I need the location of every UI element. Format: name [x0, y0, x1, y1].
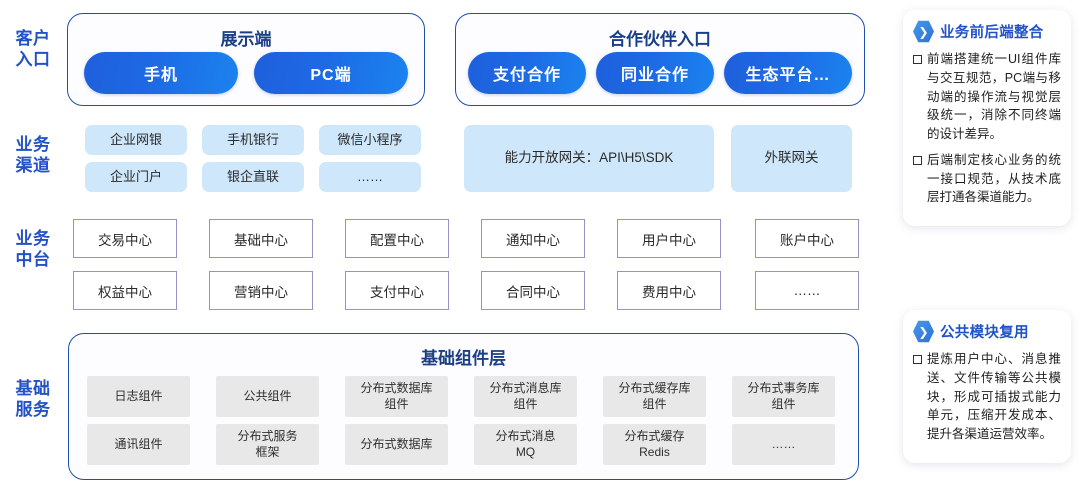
row-label-line: 中台 [15, 250, 51, 269]
center-box-contract[interactable]: 合同中心 [481, 271, 585, 310]
base-chip-distributed-mq-component[interactable]: 分布式消息库 组件 [474, 376, 577, 417]
base-chip-distributed-service-framework[interactable]: 分布式服务 框架 [216, 424, 319, 465]
base-chip-distributed-cache-component[interactable]: 分布式缓存库 组件 [603, 376, 706, 417]
center-box-notification[interactable]: 通知中心 [481, 219, 585, 258]
side-card-bullet: 后端制定核心业务的统一接口规范，从技术底层打通各渠道能力。 [913, 151, 1061, 207]
center-box-fee[interactable]: 费用中心 [617, 271, 721, 310]
base-chip-distributed-db-component[interactable]: 分布式数据库 组件 [345, 376, 448, 417]
side-card-frontend-backend-integration: ❯ 业务前后端整合 前端搭建统一UI组件库与交互规范，PC端与移动端的操作流与视… [903, 10, 1071, 226]
channel-chip-external-gateway[interactable]: 外联网关 [731, 125, 852, 192]
row-label-line: 入口 [15, 50, 51, 69]
base-chip-distributed-message-mq[interactable]: 分布式消息 MQ [474, 424, 577, 465]
row-label-line: 业务 [15, 229, 51, 248]
base-chip-log-component[interactable]: 日志组件 [87, 376, 190, 417]
side-card-bullet-text: 提炼用户中心、消息推送、文件传输等公共模块，形成可插拔式能力单元，压缩开发成本、… [927, 352, 1061, 441]
center-box-marketing[interactable]: 营销中心 [209, 271, 313, 310]
base-chip-distributed-cache-redis[interactable]: 分布式缓存 Redis [603, 424, 706, 465]
row-label-line: 业务 [15, 135, 51, 154]
side-card-bullet: 前端搭建统一UI组件库与交互规范，PC端与移动端的操作流与视觉层级统一，消除不同… [913, 50, 1061, 144]
row-label-business-channel: 业务 渠道 [0, 134, 66, 176]
base-component-layer-title: 基础组件层 [421, 349, 506, 368]
side-card-bullet-text: 后端制定核心业务的统一接口规范，从技术底层打通各渠道能力。 [927, 152, 1061, 205]
center-box-rights[interactable]: 权益中心 [73, 271, 177, 310]
base-chip-distributed-transaction-component[interactable]: 分布式事务库 组件 [732, 376, 835, 417]
side-card-title: 公共模块复用 [940, 325, 1029, 341]
center-box-user[interactable]: 用户中心 [617, 219, 721, 258]
row-label-line: 服务 [15, 400, 51, 419]
row-label-base-service: 基础 服务 [0, 378, 66, 420]
square-bullet-icon [913, 55, 922, 64]
side-card-header: ❯ 公共模块复用 [913, 320, 1061, 343]
center-box-payment[interactable]: 支付中心 [345, 271, 449, 310]
base-chip-more[interactable]: …… [732, 424, 835, 465]
channel-chip-open-gateway[interactable]: 能力开放网关：API\H5\SDK [464, 125, 714, 192]
center-box-base[interactable]: 基础中心 [209, 219, 313, 258]
channel-chip-mobile-bank[interactable]: 手机银行 [202, 125, 304, 155]
pill-mobile[interactable]: 手机 [84, 52, 238, 94]
base-component-layer-card: 基础组件层 [68, 333, 859, 480]
center-box-account[interactable]: 账户中心 [755, 219, 859, 258]
display-end-title: 展示端 [220, 30, 272, 49]
channel-chip-more[interactable]: …… [319, 162, 421, 192]
pill-pc[interactable]: PC端 [254, 52, 408, 94]
center-box-more[interactable]: …… [755, 271, 859, 310]
base-chip-distributed-db[interactable]: 分布式数据库 [345, 424, 448, 465]
channel-chip-bank-enterprise-link[interactable]: 银企直联 [202, 162, 304, 192]
pill-payment-partner[interactable]: 支付合作 [468, 52, 586, 94]
chevron-right-icon: ❯ [913, 20, 934, 43]
square-bullet-icon [913, 155, 922, 165]
side-card-common-module-reuse: ❯ 公共模块复用 提炼用户中心、消息推送、文件传输等公共模块，形成可插拔式能力单… [903, 310, 1071, 463]
channel-chip-corporate-ebank[interactable]: 企业网银 [85, 125, 187, 155]
base-chip-communication-component[interactable]: 通讯组件 [87, 424, 190, 465]
row-label-line: 客户 [15, 29, 51, 48]
chevron-right-icon: ❯ [913, 320, 934, 343]
partner-entry-title: 合作伙伴入口 [609, 30, 711, 49]
side-card-bullet: 提炼用户中心、消息推送、文件传输等公共模块，形成可插拔式能力单元，压缩开发成本、… [913, 350, 1061, 444]
side-card-header: ❯ 业务前后端整合 [913, 20, 1061, 43]
row-label-line: 基础 [15, 379, 51, 398]
row-label-business-middle: 业务 中台 [0, 228, 66, 270]
square-bullet-icon [913, 355, 922, 364]
center-box-transaction[interactable]: 交易中心 [73, 219, 177, 258]
pill-eco-platform[interactable]: 生态平台… [724, 52, 852, 94]
side-card-bullet-text: 前端搭建统一UI组件库与交互规范，PC端与移动端的操作流与视觉层级统一，消除不同… [927, 52, 1061, 141]
channel-chip-wechat-miniprogram[interactable]: 微信小程序 [319, 125, 421, 155]
row-label-customer-entry: 客户 入口 [0, 28, 66, 70]
channel-chip-corporate-portal[interactable]: 企业门户 [85, 162, 187, 192]
row-label-line: 渠道 [15, 156, 51, 175]
side-card-title: 业务前后端整合 [940, 25, 1044, 41]
pill-peer-partner[interactable]: 同业合作 [596, 52, 714, 94]
center-box-config[interactable]: 配置中心 [345, 219, 449, 258]
base-chip-common-component[interactable]: 公共组件 [216, 376, 319, 417]
